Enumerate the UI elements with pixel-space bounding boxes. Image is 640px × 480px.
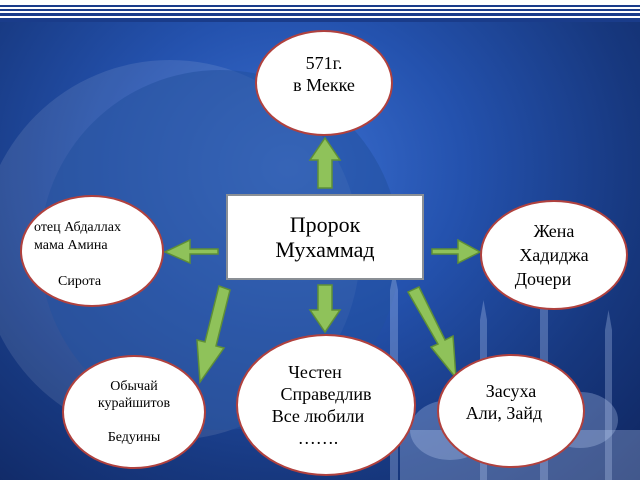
node-parents: отец Абдаллах мама Амина Сирота (20, 195, 164, 307)
center-title-line2: Мухаммад (275, 237, 375, 262)
node-family: Жена Хадиджа Дочери (480, 200, 628, 310)
node-family-line3: Дочери (514, 269, 572, 289)
arrow-left (163, 238, 219, 265)
arrow-down-right (406, 286, 457, 381)
node-character-line1: Честен (288, 362, 342, 382)
node-customs: Обычай курайшитов Бедуины (62, 355, 206, 469)
node-customs-line1: Обычай (110, 379, 158, 394)
header-stripes (0, 0, 640, 22)
node-hardship-line1: Засуха (485, 381, 537, 401)
arrow-right (431, 238, 482, 265)
center-node-prophet: Пророк Мухаммад (226, 194, 424, 280)
node-parents-line3: Сирота (58, 274, 102, 289)
node-customs-line2: курайшитов (97, 396, 171, 411)
arrow-up (308, 136, 342, 189)
node-parents-line1: отец Абдаллах (34, 220, 121, 235)
node-hardship-line2: Али, Зайд (465, 403, 543, 423)
node-character-line2: Справедлив (280, 384, 372, 404)
node-birth: 571г. в Мекке (255, 30, 393, 136)
node-birth-line1: 571г. (305, 53, 343, 73)
node-family-line2: Хадиджа (519, 245, 589, 265)
node-character: Честен Справедлив Все любили ……. (236, 334, 416, 476)
node-parents-line2: мама Амина (34, 238, 108, 253)
node-character-line3: Все любили (271, 406, 365, 426)
node-family-line1: Жена (533, 221, 575, 241)
node-customs-line3: Бедуины (107, 430, 161, 445)
node-hardship: Засуха Али, Зайд (437, 354, 585, 468)
arrow-down-left (196, 285, 231, 385)
node-birth-line2: в Мекке (293, 75, 355, 95)
node-character-line4: ……. (297, 428, 339, 448)
center-title-line1: Пророк (289, 212, 361, 237)
arrow-down (308, 284, 342, 334)
